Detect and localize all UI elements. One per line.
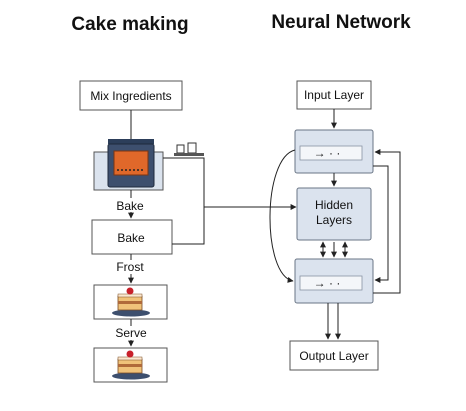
nn-title: Neural Network [271, 12, 411, 33]
cake-title: Cake making [71, 14, 188, 35]
bake-edge-label: Bake [116, 199, 144, 213]
hidden-layers-node: Hidden Layers [296, 187, 372, 241]
right-inner-loop-edge [373, 165, 389, 283]
output-layer-label: Output Layer [299, 349, 368, 363]
layer-bottom-arrow-text: → · · [314, 276, 341, 290]
laptop-icon [174, 142, 204, 156]
input-layer-node: Input Layer [296, 80, 372, 110]
cake-slice-icon [112, 350, 150, 380]
bake-node: Bake [91, 219, 173, 255]
bake-node-label: Bake [117, 231, 145, 245]
mix-ingredients-label: Mix Ingredients [90, 89, 171, 103]
frosted-cake-node [93, 284, 168, 320]
nn-layer-block-bottom: → · · [294, 258, 374, 304]
serve-edge-label: Serve [115, 326, 147, 340]
right-outer-loop-edge [373, 149, 401, 294]
left-loop-edge [269, 149, 296, 283]
layer-top-arrow-text: → · · [314, 146, 341, 160]
mix-ingredients-node: Mix Ingredients [79, 80, 183, 111]
output-layer-node: Output Layer [289, 340, 379, 371]
input-layer-label: Input Layer [304, 88, 364, 102]
bake-bracket-connector [163, 157, 205, 245]
frost-edge-label-bg [112, 260, 152, 274]
served-cake-node [93, 347, 168, 383]
frost-edge-label: Frost [116, 260, 144, 274]
oven-icon [107, 139, 155, 188]
bake-edge-label-bg [112, 198, 152, 212]
serve-edge-label-bg [112, 326, 152, 340]
nn-layer-block-top: → · · [294, 129, 374, 174]
oven-node [93, 139, 164, 191]
hidden-layers-label-line1: Hidden [315, 198, 353, 212]
cake-slice-icon [112, 287, 150, 317]
hidden-layers-label-line2: Layers [316, 213, 352, 227]
